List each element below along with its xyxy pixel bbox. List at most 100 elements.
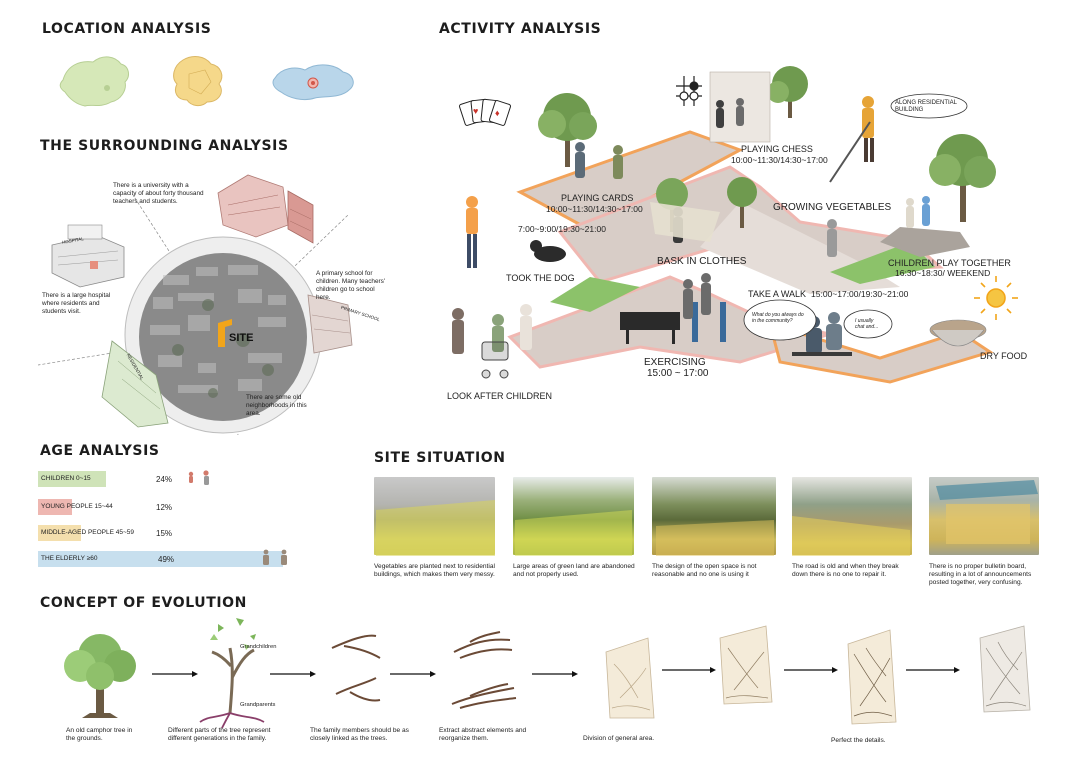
bubble-question: [743, 299, 817, 341]
age-bar-percent: 15%: [156, 529, 173, 538]
bubble-answer: [843, 309, 893, 339]
activity-playing-chess-title: PLAYING CHESS: [741, 144, 813, 154]
bubble-residential: [890, 93, 968, 119]
branch-sketch-1: [331, 634, 381, 702]
path-network: [507, 130, 994, 384]
province-map: [173, 56, 223, 107]
tree-cards: [538, 93, 597, 167]
age-chart: CHILDREN 0~15 24% YOUNG PEOPLE 15~44 12% MID…: [38, 471, 298, 571]
chess-icon: [676, 76, 702, 106]
bubble-answer-text: I usually chat and...: [855, 318, 879, 330]
bubble-residential-text: ALONG RESIDENTIAL BUILDING: [895, 100, 957, 113]
location-analysis-heading: LOCATION ANALYSIS: [42, 21, 212, 37]
age-analysis-heading: AGE ANALYSIS: [40, 443, 160, 459]
age-figures: [188, 470, 287, 565]
plan-stage-3: [847, 629, 897, 725]
plan-stage-2: [719, 625, 773, 705]
arrow-6-head: [832, 667, 838, 673]
age-bar-label: CHILDREN 0~15: [41, 475, 91, 482]
site-caption-vegetables: Vegetables are planted next to residenti…: [374, 563, 495, 578]
bubble-question-text: What do you always do in the community?: [752, 312, 804, 324]
concept-diagram: [64, 618, 1031, 729]
site-marker: [218, 319, 232, 347]
activity-bask-in-clothes-title: BASK IN CLOTHES: [657, 256, 747, 267]
sun-icon: [974, 276, 1018, 320]
surrounding-analysis-heading: THE SURROUNDING ANALYSIS: [40, 138, 289, 154]
aerial-trees: [172, 299, 274, 398]
site-caption-bulletin: There is no proper bulletin board, resul…: [929, 563, 1032, 586]
family-tree-icon: [199, 618, 265, 729]
concept-caption-extract: Extract abstract elements and reorganize…: [439, 727, 527, 742]
activity-growing-vegetables-title: GROWING VEGETABLES: [773, 202, 892, 213]
age-bar-label: THE ELDERLY ≥60: [41, 555, 98, 562]
dry-food-basin: [929, 319, 987, 347]
activity-dry-food-title: DRY FOOD: [980, 351, 1028, 361]
activity-look-after-children-title: LOOK AFTER CHILDREN: [447, 391, 553, 401]
concept-caption-tree: An old camphor tree in the grounds.: [66, 727, 133, 742]
activity-took-the-dog-time: 7:00~9:00/19:30~21:00: [518, 224, 606, 234]
arrow-2-head: [310, 671, 316, 677]
concept-of-evolution-heading: CONCEPT OF EVOLUTION: [40, 595, 247, 611]
svg-text:♥: ♥: [473, 106, 478, 116]
plan-stage-4: [979, 625, 1031, 713]
primary-school-note: A primary school for children. Many teac…: [316, 270, 386, 301]
age-bar: YOUNG PEOPLE 15~44: [38, 499, 113, 515]
location-maps: [59, 56, 354, 107]
tree-children: [929, 134, 996, 222]
primary-school-buildings: [307, 294, 353, 354]
activity-playing-chess-time: 10:00~11:30/14:30~17:00: [731, 155, 828, 165]
city-map: [272, 64, 354, 101]
activity-children-play-time: 16:30~18:30/ WEEKEND: [895, 268, 991, 278]
arrow-1-head: [192, 671, 198, 677]
university-buildings: [217, 174, 314, 244]
site-caption-green-land: Large areas of green land are abandoned …: [513, 563, 635, 578]
surrounding-diagram: [38, 174, 353, 436]
site-caption-road: The road is old and when they break down…: [792, 563, 899, 578]
age-bar: MIDDLE-AGED PEOPLE 45~59: [38, 525, 134, 541]
activity-took-the-dog-title: TOOK THE DOG: [506, 273, 575, 283]
arrow-5-head: [710, 667, 716, 673]
grandparents-label: Grandparents: [240, 702, 276, 708]
university-note: There is a university with a capacity of…: [113, 182, 204, 205]
concept-caption-details: Perfect the details.: [831, 737, 886, 744]
age-bar-label: YOUNG PEOPLE 15~44: [41, 503, 113, 510]
china-map: [59, 56, 129, 107]
hospital-note: There is a large hospital where resident…: [42, 292, 111, 315]
age-bar-percent: 24%: [156, 475, 173, 484]
concept-caption-linked: The family members should be as closely …: [310, 727, 409, 742]
branch-sketch-2: [451, 631, 517, 709]
neighborhood-note: There are some old neighborhoods in this…: [246, 394, 307, 417]
activity-analysis-heading: ACTIVITY ANALYSIS: [439, 21, 602, 37]
activity-take-a-walk-title: TAKE A WALK: [748, 289, 807, 299]
people-figures: [452, 96, 930, 379]
tree-chess: [767, 66, 808, 118]
age-bar: THE ELDERLY ≥60: [38, 551, 283, 567]
concept-caption-division: Division of general area.: [583, 735, 655, 742]
arrow-7-head: [954, 667, 960, 673]
activity-exercising-time: 15:00 ~ 17:00: [647, 368, 709, 379]
arrow-3-head: [430, 671, 436, 677]
concept-caption-generations: Different parts of the tree represent di…: [168, 727, 271, 742]
activity-children-play-title: CHILDREN PLAY TOGETHER: [888, 258, 1011, 268]
site-situation-heading: SITE SITUATION: [374, 450, 506, 466]
plan-stage-1: [605, 637, 655, 719]
site-label: SITE: [229, 332, 254, 344]
residential-buildings: [101, 340, 169, 428]
site-photo-overlays: [376, 480, 1038, 556]
arrow-4-head: [572, 671, 578, 677]
activity-diagram: ♥♦: [452, 66, 1018, 384]
activity-playing-cards-time: 10:00~11:30/14:30~17:00: [546, 204, 643, 214]
activity-take-a-walk-time: 15:00~17:00/19:30~21:00: [811, 289, 909, 299]
age-bar-percent: 12%: [156, 503, 173, 512]
svg-text:♦: ♦: [495, 108, 500, 118]
age-bar-label: MIDDLE-AGED PEOPLE 45~59: [41, 529, 135, 536]
grandchildren-label: Grandchildren: [240, 644, 277, 650]
age-bar: CHILDREN 0~15: [38, 471, 106, 487]
hospital-buildings: [51, 224, 125, 288]
age-bar-percent: 49%: [158, 555, 175, 564]
activity-playing-cards-title: PLAYING CARDS: [561, 193, 634, 203]
camphor-tree-icon: [64, 634, 136, 718]
aerial-texture: [150, 265, 286, 393]
playing-cards-icon: ♥♦: [459, 98, 511, 126]
activity-exercising-title: EXERCISING: [644, 357, 706, 368]
